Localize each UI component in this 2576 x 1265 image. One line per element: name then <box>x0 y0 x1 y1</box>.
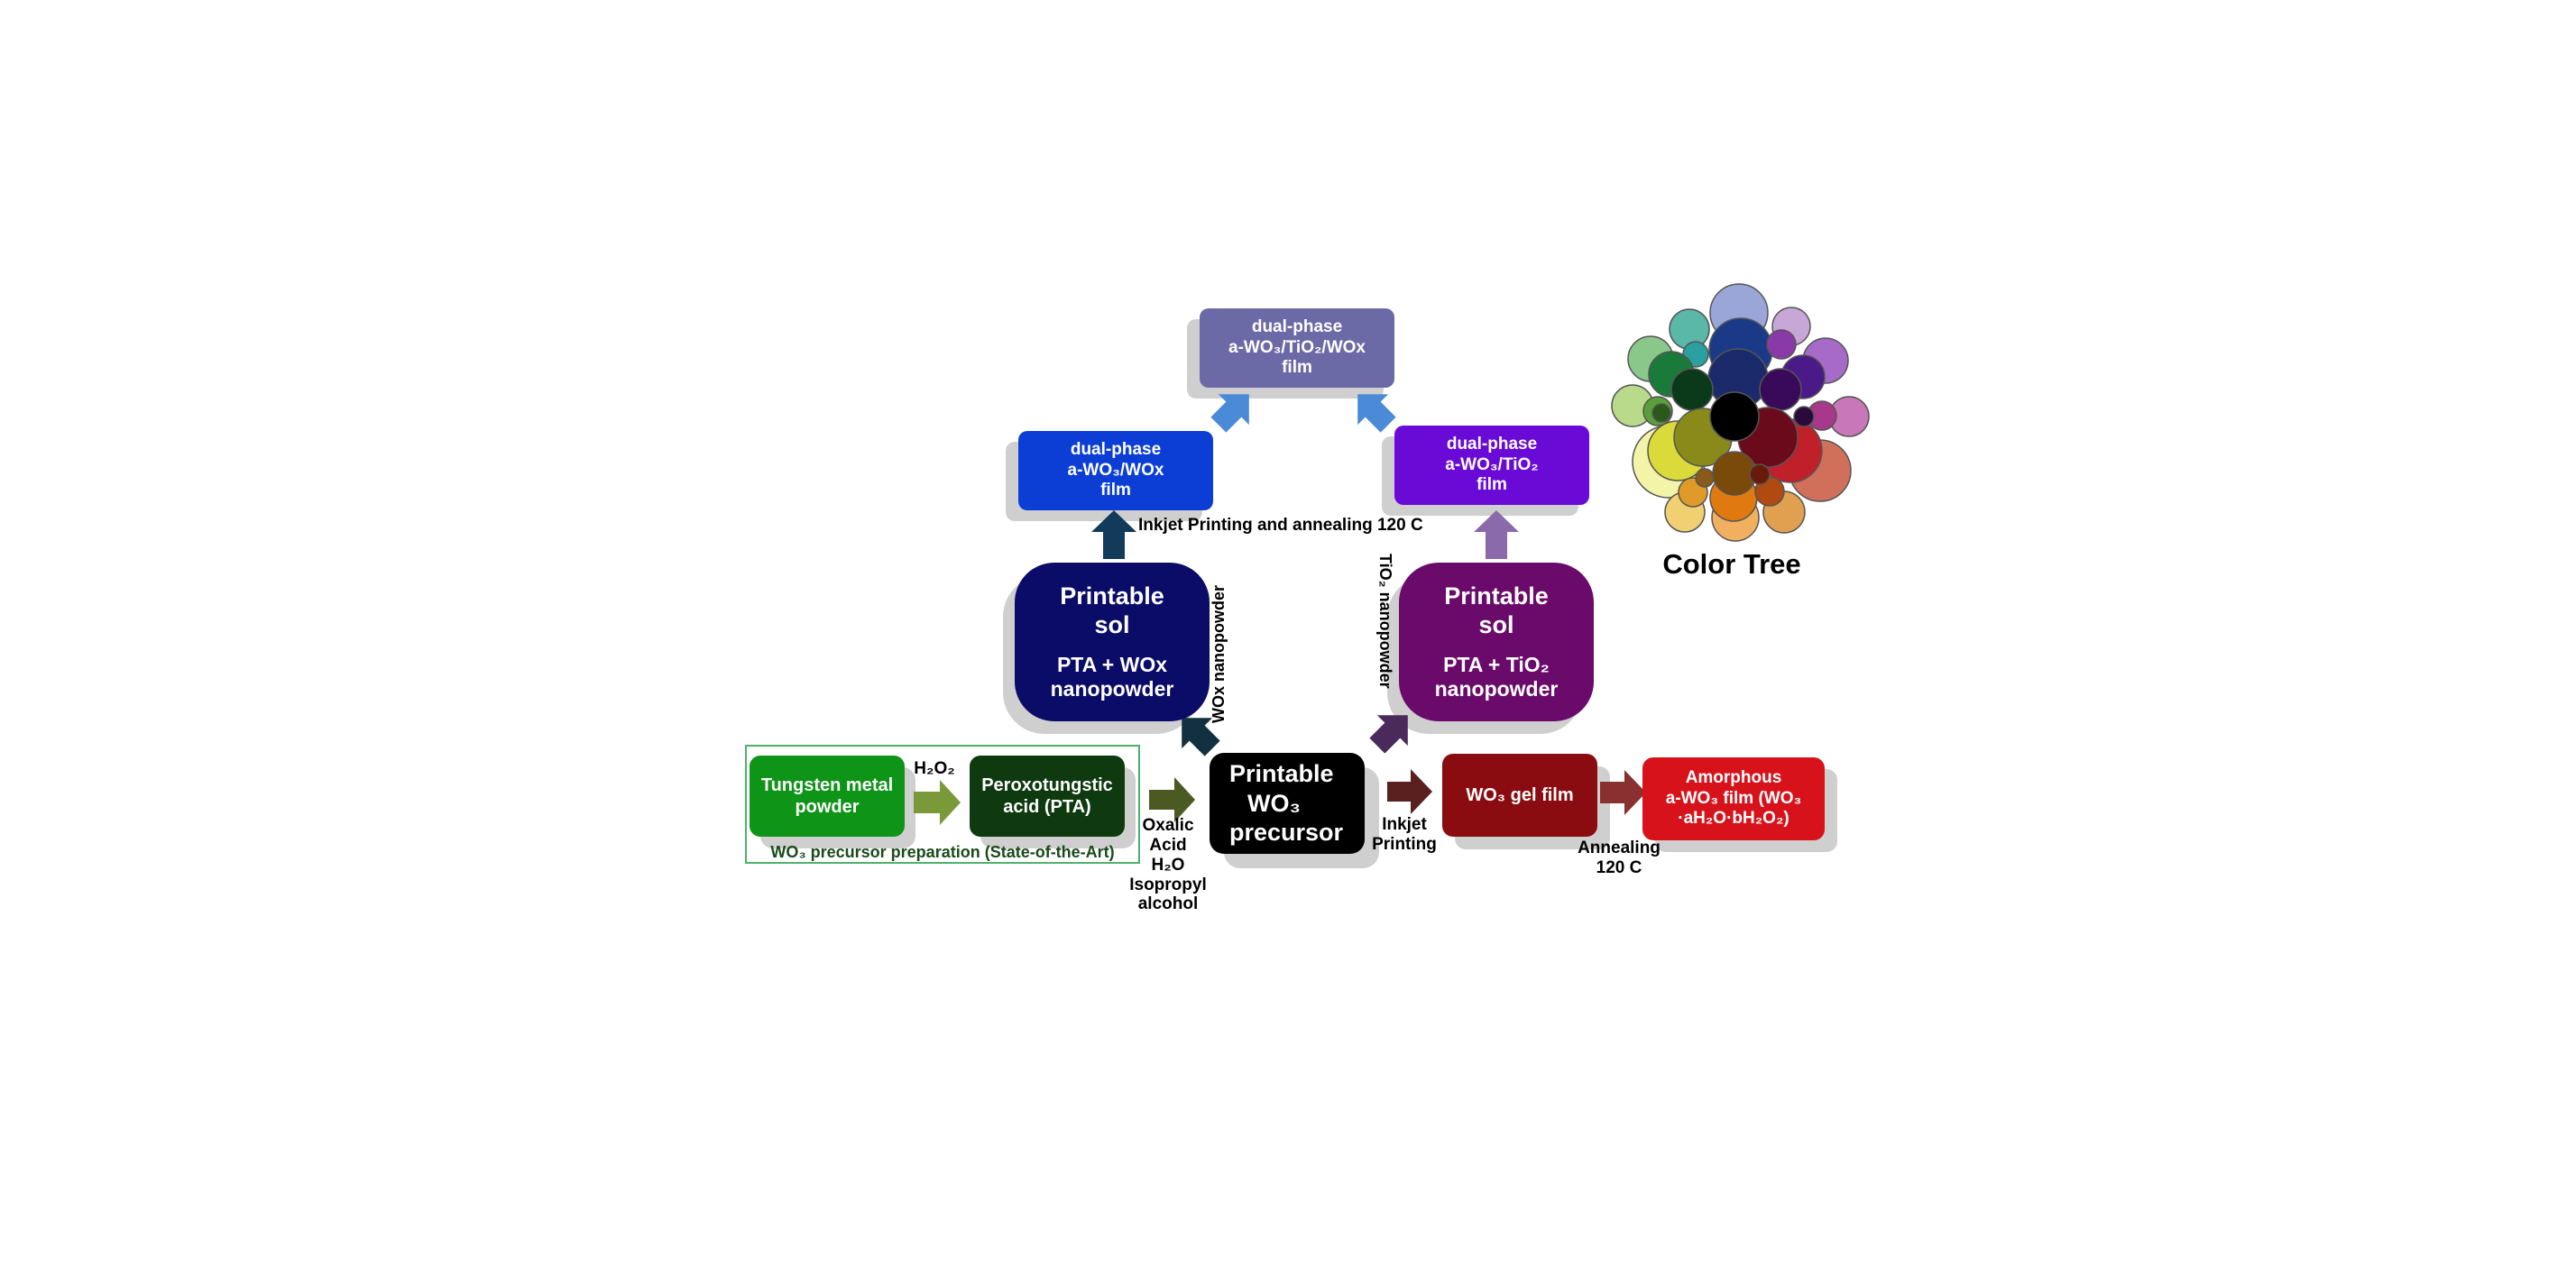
color-tree <box>1611 283 1870 542</box>
film-tio2-line-1: dual-phase <box>1446 434 1538 454</box>
pta-line-1: Peroxotungstic <box>981 775 1113 795</box>
annealing-label: Annealing 120 C <box>1568 839 1670 878</box>
tree-circle <box>1749 463 1771 485</box>
sol-tio2-body-2: nanopowder <box>1434 677 1559 701</box>
tungsten-line-1: Tungsten metal <box>760 775 894 795</box>
precursor-line-1: Printable <box>1229 760 1334 788</box>
tree-circle <box>1651 403 1671 423</box>
film-top-box: dual-phase a-WO₃/TiO₂/WOх film <box>1200 308 1394 388</box>
reagent-4: Isopropyl <box>1129 875 1207 894</box>
reagent-5: alcohol <box>1137 894 1199 914</box>
film-top-line-3: film <box>1282 358 1312 378</box>
tungsten-powder-box: Tungsten metal powder <box>750 756 905 837</box>
film-wox-box: dual-phase a-WO₃/WOх film <box>1018 431 1213 510</box>
arrow-wox-up <box>1182 718 1220 756</box>
amorphous-line-1: Amorphous <box>1685 767 1782 787</box>
printable-precursor-box: Printable WO₃ precursor <box>1210 753 1365 854</box>
film-tio2-box: dual-phase a-WO₃/TiO₂ film <box>1394 426 1589 505</box>
amorphous-line-3: ·aH₂O·bH₂O₂) <box>1678 809 1789 829</box>
state-of-art-frame <box>745 745 1140 864</box>
sol-wox-title-2: sol <box>1094 611 1130 639</box>
film-wox-line-3: film <box>1100 481 1131 500</box>
state-of-art-caption: WO₃ precursor preparation (State-of-the-… <box>770 843 1115 861</box>
annealing-line-1: Annealing <box>1578 839 1661 857</box>
arrow-inkjet-printing <box>1387 769 1432 814</box>
tree-circle <box>1793 406 1815 427</box>
precursor-line-2: WO₃ <box>1247 789 1301 817</box>
film-wox-line-2: a-WO₃/WOх <box>1067 460 1164 480</box>
pta-line-2: acid (PTA) <box>1003 797 1091 817</box>
inkjet-printing-label: Inkjet Printing <box>1364 815 1445 855</box>
arrow-sol-wox-up <box>1091 510 1136 559</box>
film-wox-line-1: dual-phase <box>1070 439 1162 459</box>
arrow-to-precursor <box>1149 777 1195 822</box>
tree-circle <box>1759 368 1802 411</box>
film-top-line-2: a-WO₃/TiO₂/WOх <box>1228 337 1366 357</box>
film-top-line-1: dual-phase <box>1251 316 1343 336</box>
sol-tio2-title-1: Printable <box>1444 582 1549 610</box>
reagents-label: Oxalic Acid H₂O Isopropyl alcohol <box>1115 816 1221 914</box>
tungsten-line-2: powder <box>795 797 860 817</box>
h2o2-label: H₂O₂ <box>914 759 955 778</box>
wox-nanopowder-label: WOх nanopowder <box>1210 585 1228 723</box>
printable-sol-tio2-box: Printable sol PTA + TiO₂ nanopowder <box>1399 563 1594 721</box>
tree-circle <box>1709 391 1760 442</box>
arrow-tio2-up <box>1369 715 1408 754</box>
reagent-2: Acid <box>1149 835 1187 855</box>
amorphous-film-box: Amorphous a-WO₃ film (WO₃ ·aH₂O·bH₂O₂) <box>1642 757 1825 840</box>
pta-box: Peroxotungstic acid (PTA) <box>970 756 1125 837</box>
inkjet-line-1: Inkjet <box>1382 815 1427 834</box>
film-tio2-line-3: film <box>1477 475 1507 495</box>
sol-tio2-body-1: PTA + TiO₂ <box>1443 652 1550 676</box>
sol-wox-body-1: PTA + WOх <box>1056 652 1168 676</box>
tio2-nanopowder-label: TiO₂ nanopowder <box>1376 554 1394 689</box>
sol-tio2-title-2: sol <box>1478 611 1514 639</box>
arrow-h2o2 <box>914 780 961 825</box>
reagent-1: Oxalic <box>1142 816 1194 835</box>
annealing-line-2: 120 C <box>1596 857 1642 877</box>
inkjet-annealing-label: Inkjet Printing and annealing 120 C <box>1138 516 1423 535</box>
printable-sol-wox-box: Printable sol PTA + WOх nanopowder <box>1015 563 1210 721</box>
tree-circle <box>1670 368 1714 411</box>
arrow-film-tio2-up <box>1357 394 1396 433</box>
amorphous-line-2: a-WO₃ film (WO₃ <box>1665 788 1802 808</box>
sol-wox-title-1: Printable <box>1060 582 1164 610</box>
arrow-sol-tio2-up <box>1474 510 1519 559</box>
precursor-line-3: precursor <box>1229 819 1344 847</box>
arrow-annealing <box>1600 770 1646 815</box>
tree-circle <box>1766 329 1797 360</box>
gel-film-box: WO₃ gel film <box>1442 754 1597 837</box>
tree-circle <box>1695 468 1715 488</box>
film-tio2-line-2: a-WO₃/TiO₂ <box>1445 454 1539 474</box>
sol-wox-body-2: nanopowder <box>1050 677 1174 701</box>
arrow-film-wox-up <box>1210 394 1249 433</box>
color-tree-title: Color Tree <box>1662 548 1801 580</box>
reagent-3: H₂O <box>1151 855 1185 875</box>
inkjet-line-2: Printing <box>1372 834 1437 854</box>
gel-film-label: WO₃ gel film <box>1466 785 1574 805</box>
